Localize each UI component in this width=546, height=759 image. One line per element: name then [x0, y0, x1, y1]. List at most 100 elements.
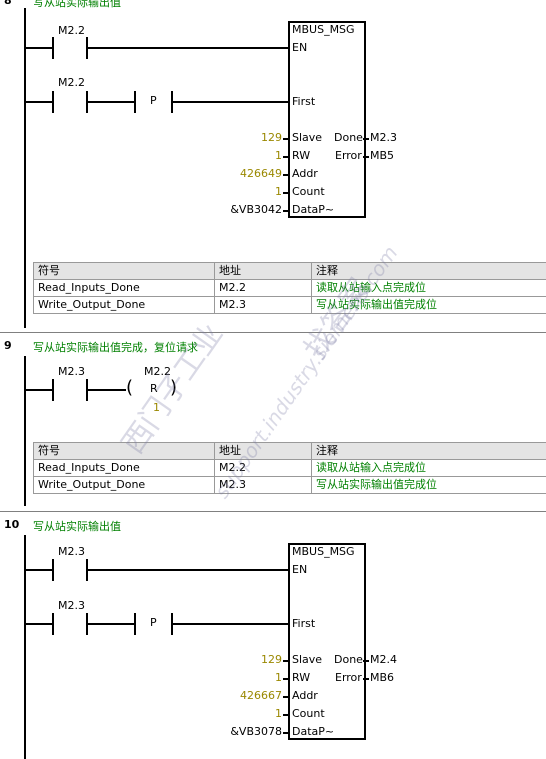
error-pin: Error [335, 149, 362, 162]
power-rail [24, 356, 26, 506]
mbus-msg-block[interactable] [288, 21, 366, 218]
addr-pin: Addr [292, 167, 318, 180]
datap-pin: DataP~ [292, 725, 335, 738]
address-cell: M2.3 [214, 296, 312, 314]
network-comment[interactable]: 写从站实际输出值 [33, 520, 121, 533]
coil-count[interactable]: 1 [153, 401, 160, 414]
count-pin: Count [292, 707, 325, 720]
network-comment[interactable]: 写从站实际输出值 [33, 0, 121, 9]
addr-value[interactable]: 426667 [240, 689, 282, 702]
mbus-msg-block[interactable] [288, 543, 366, 740]
contact-no-right[interactable] [86, 559, 88, 581]
symbol-cell: Write_Output_Done [33, 296, 215, 314]
pin-tick [283, 174, 289, 176]
network-separator [0, 511, 546, 512]
p-contact-left[interactable] [134, 91, 136, 113]
contact-no-left[interactable] [52, 559, 54, 581]
contact-no-right[interactable] [86, 37, 88, 59]
address-cell: M2.3 [214, 476, 312, 494]
slave-value[interactable]: 129 [261, 653, 282, 666]
en-pin: EN [292, 41, 308, 54]
contact-address: M2.2 [58, 76, 85, 89]
addr-pin: Addr [292, 689, 318, 702]
symbol-table: 符号 地址 注释 Read_Inputs_Done M2.2 读取从站输入点完成… [33, 442, 546, 494]
contact-address: M2.3 [58, 599, 85, 612]
slave-value[interactable]: 129 [261, 131, 282, 144]
block-title: MBUS_MSG [292, 23, 355, 36]
table-row[interactable]: Read_Inputs_Done M2.2 读取从站输入点完成位 [33, 279, 546, 297]
contact-no-left[interactable] [52, 91, 54, 113]
wire [173, 623, 288, 625]
symbol-cell: Read_Inputs_Done [33, 459, 215, 477]
pin-tick [283, 732, 289, 734]
contact-address: M2.3 [58, 545, 85, 558]
pin-tick [283, 156, 289, 158]
addr-value[interactable]: 426649 [240, 167, 282, 180]
network-number: 9 [4, 339, 12, 352]
comment-cell: 读取从站输入点完成位 [311, 279, 546, 297]
network-separator [0, 332, 546, 333]
contact-address: M2.2 [58, 24, 85, 37]
p-contact-left[interactable] [134, 613, 136, 635]
wire [88, 101, 134, 103]
coil-right-paren[interactable]: ) [170, 377, 178, 398]
error-pin: Error [335, 671, 362, 684]
power-rail [24, 535, 26, 759]
pin-tick [283, 192, 289, 194]
wire [88, 569, 288, 571]
en-pin: EN [292, 563, 308, 576]
rw-value[interactable]: 1 [275, 149, 282, 162]
table-row[interactable]: Write_Output_Done M2.3 写从站实际输出值完成位 [33, 476, 546, 494]
comment-cell: 读取从站输入点完成位 [311, 459, 546, 477]
pin-tick [363, 138, 369, 140]
network-comment[interactable]: 写从站实际输出值完成，复位请求 [33, 341, 198, 354]
error-value[interactable]: MB6 [370, 671, 395, 684]
first-pin: First [292, 617, 316, 630]
symbol-cell: Read_Inputs_Done [33, 279, 215, 297]
comment-cell: 写从站实际输出值完成位 [311, 476, 546, 494]
col-address-header: 地址 [214, 262, 312, 280]
p-contact-right[interactable] [171, 91, 173, 113]
table-row[interactable]: Write_Output_Done M2.3 写从站实际输出值完成位 [33, 296, 546, 314]
table-row[interactable]: Read_Inputs_Done M2.2 读取从站输入点完成位 [33, 459, 546, 477]
contact-no-left[interactable] [52, 379, 54, 401]
pin-tick [283, 138, 289, 140]
contact-no-right[interactable] [86, 613, 88, 635]
block-title: MBUS_MSG [292, 545, 355, 558]
pin-tick [363, 660, 369, 662]
done-value[interactable]: M2.3 [370, 131, 397, 144]
done-pin: Done [334, 131, 363, 144]
count-value[interactable]: 1 [275, 185, 282, 198]
rw-pin: RW [292, 149, 311, 162]
done-value[interactable]: M2.4 [370, 653, 397, 666]
contact-no-left[interactable] [52, 37, 54, 59]
datap-value[interactable]: &VB3078 [230, 725, 282, 738]
error-value[interactable]: MB5 [370, 149, 395, 162]
slave-pin: Slave [292, 653, 323, 666]
wire [26, 47, 52, 49]
contact-no-right[interactable] [86, 379, 88, 401]
col-symbol-header: 符号 [33, 262, 215, 280]
coil-left-paren[interactable]: ( [126, 377, 134, 398]
col-address-header: 地址 [214, 442, 312, 460]
count-value[interactable]: 1 [275, 707, 282, 720]
contact-no-right[interactable] [86, 91, 88, 113]
datap-value[interactable]: &VB3042 [230, 203, 282, 216]
pin-tick [283, 660, 289, 662]
pin-tick [283, 714, 289, 716]
contact-address: M2.3 [58, 365, 85, 378]
contact-no-left[interactable] [52, 613, 54, 635]
wire [26, 569, 52, 571]
col-symbol-header: 符号 [33, 442, 215, 460]
col-comment-header: 注释 [311, 262, 546, 280]
network-number: 8 [4, 0, 12, 7]
rw-value[interactable]: 1 [275, 671, 282, 684]
rw-pin: RW [292, 671, 311, 684]
p-contact-right[interactable] [171, 613, 173, 635]
slave-pin: Slave [292, 131, 323, 144]
pin-tick [283, 210, 289, 212]
symbol-cell: Write_Output_Done [33, 476, 215, 494]
network-number: 10 [4, 518, 20, 531]
pin-tick [283, 678, 289, 680]
p-contact-label: P [150, 94, 157, 107]
